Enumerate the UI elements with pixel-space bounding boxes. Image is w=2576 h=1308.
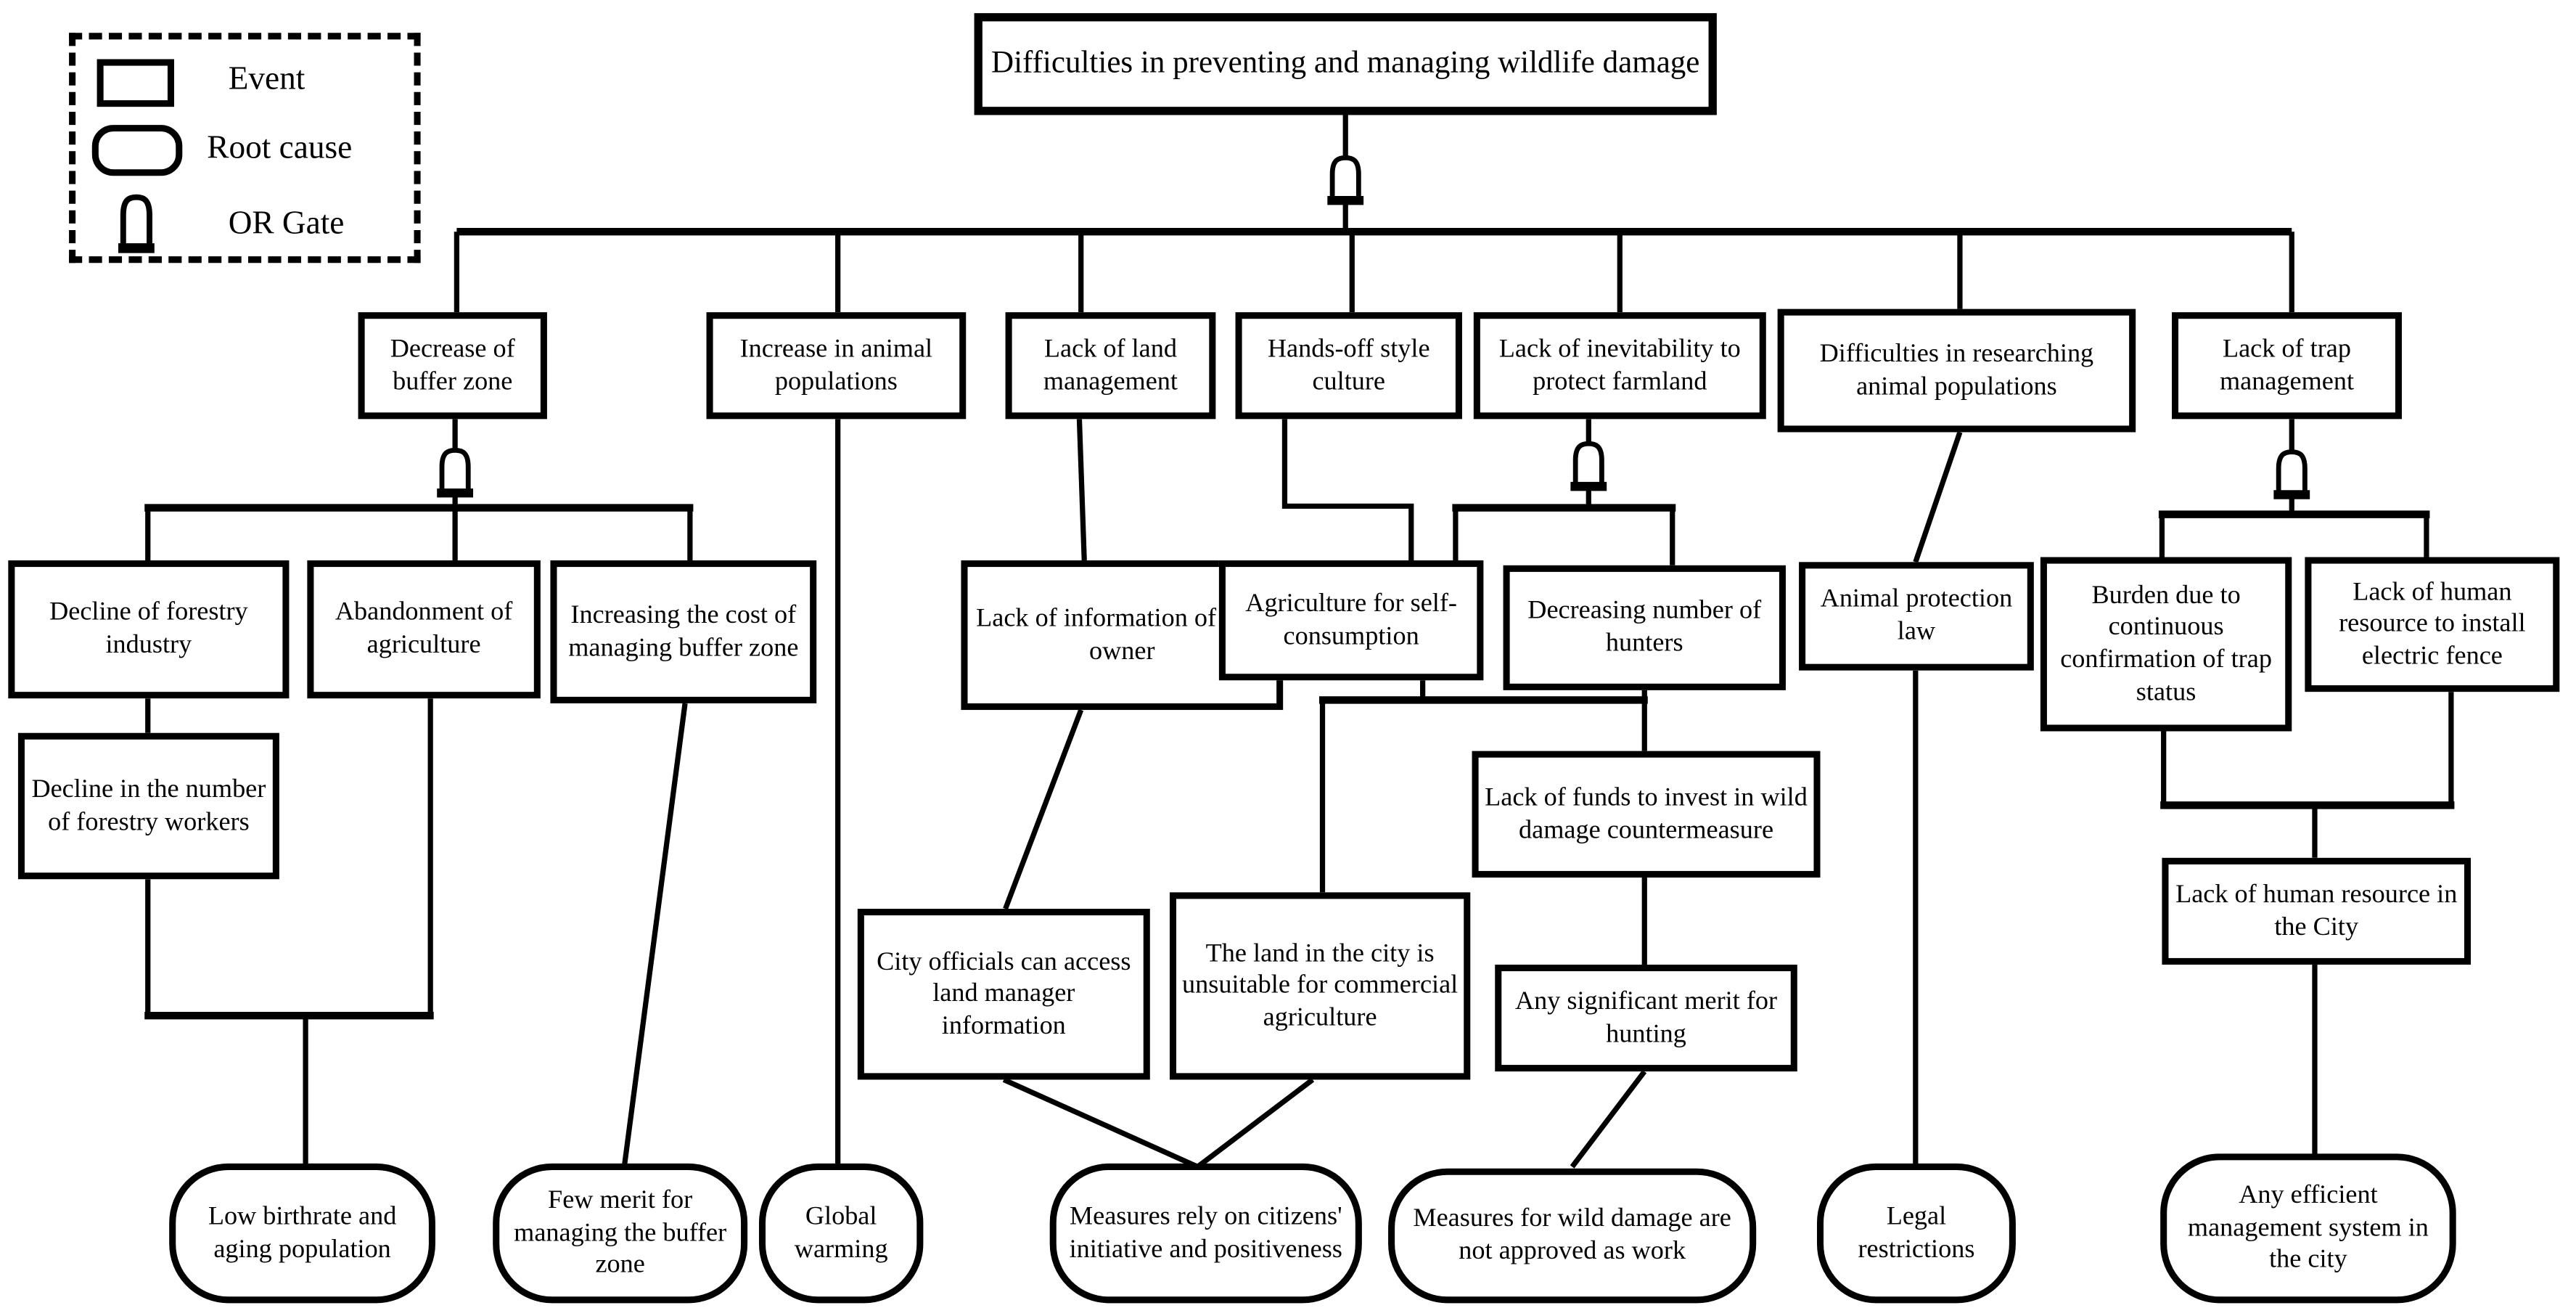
node-difficulties-researching-populations: Difficulties in researching animal popul…	[1777, 308, 2136, 433]
node-increase-animal-populations: Increase in animal populations	[706, 312, 967, 420]
node-legal-restrictions: Legal restrictions	[1816, 1163, 2016, 1304]
node-top-event: Difficulties in preventing and managing …	[974, 13, 1717, 115]
node-lack-funds-countermeasure: Lack of funds to invest in wild damage c…	[1472, 751, 1821, 878]
node-city-officials-access-info: City officials can access land manager i…	[857, 908, 1150, 1080]
node-measures-rely-citizens: Measures rely on citizens' initiative an…	[1049, 1163, 1362, 1304]
or-gate-trap	[2273, 449, 2310, 499]
node-lack-human-resource-city: Lack of human resource in the City	[2162, 857, 2472, 965]
legend-or-gate-icon	[118, 194, 155, 253]
node-few-merit-managing-buffer: Few merit for managing the buffer zone	[493, 1163, 748, 1304]
node-land-unsuitable-commercial: The land in the city is unsuitable for c…	[1169, 892, 1471, 1080]
node-decreasing-number-hunters: Decreasing number of hunters	[1503, 565, 1786, 690]
node-global-warming: Global warming	[758, 1163, 924, 1304]
legend-event-rectangle	[97, 59, 174, 107]
legend-or-gate-label: OR Gate	[228, 205, 345, 242]
node-decrease-buffer-zone: Decrease of buffer zone	[358, 312, 547, 420]
node-decline-forestry-industry: Decline of forestry industry	[8, 560, 290, 699]
node-measures-not-approved-work: Measures for wild damage are not approve…	[1388, 1168, 1757, 1304]
node-lack-trap-management: Lack of trap management	[2172, 312, 2402, 420]
node-lack-inevitability-farmland: Lack of inevitability to protect farmlan…	[1473, 312, 1766, 420]
node-animal-protection-law: Animal protection law	[1799, 562, 2034, 671]
node-any-significant-merit-hunting: Any significant merit for hunting	[1495, 964, 1797, 1072]
node-low-birthrate-aging: Low birthrate and aging population	[169, 1163, 435, 1304]
node-lack-human-resource-electric-fence: Lack of human resource to install electr…	[2305, 557, 2560, 692]
legend: Event Root cause OR Gate	[69, 33, 421, 263]
node-any-efficient-management-system: Any efficient management system in the c…	[2160, 1153, 2456, 1304]
node-lack-land-management: Lack of land management	[1005, 312, 1216, 420]
legend-root-cause-label: Root cause	[207, 129, 353, 166]
node-hands-off-culture: Hands-off style culture	[1235, 312, 1462, 420]
node-abandonment-agriculture: Abandonment of agriculture	[307, 560, 541, 699]
node-increasing-cost-buffer-zone: Increasing the cost of managing buffer z…	[550, 560, 817, 703]
or-gate-inevitability	[1570, 441, 1607, 491]
legend-root-cause-rounded	[91, 125, 183, 176]
node-burden-trap-confirmation: Burden due to continuous confirmation of…	[2040, 557, 2292, 732]
or-gate-decrease-buffer	[437, 447, 474, 498]
or-gate-top	[1327, 155, 1364, 205]
node-agriculture-self-consumption: Agriculture for self-consumption	[1218, 560, 1484, 681]
node-decline-number-forestry-workers: Decline in the number of forestry worker…	[17, 732, 279, 880]
legend-event-label: Event	[228, 60, 305, 97]
